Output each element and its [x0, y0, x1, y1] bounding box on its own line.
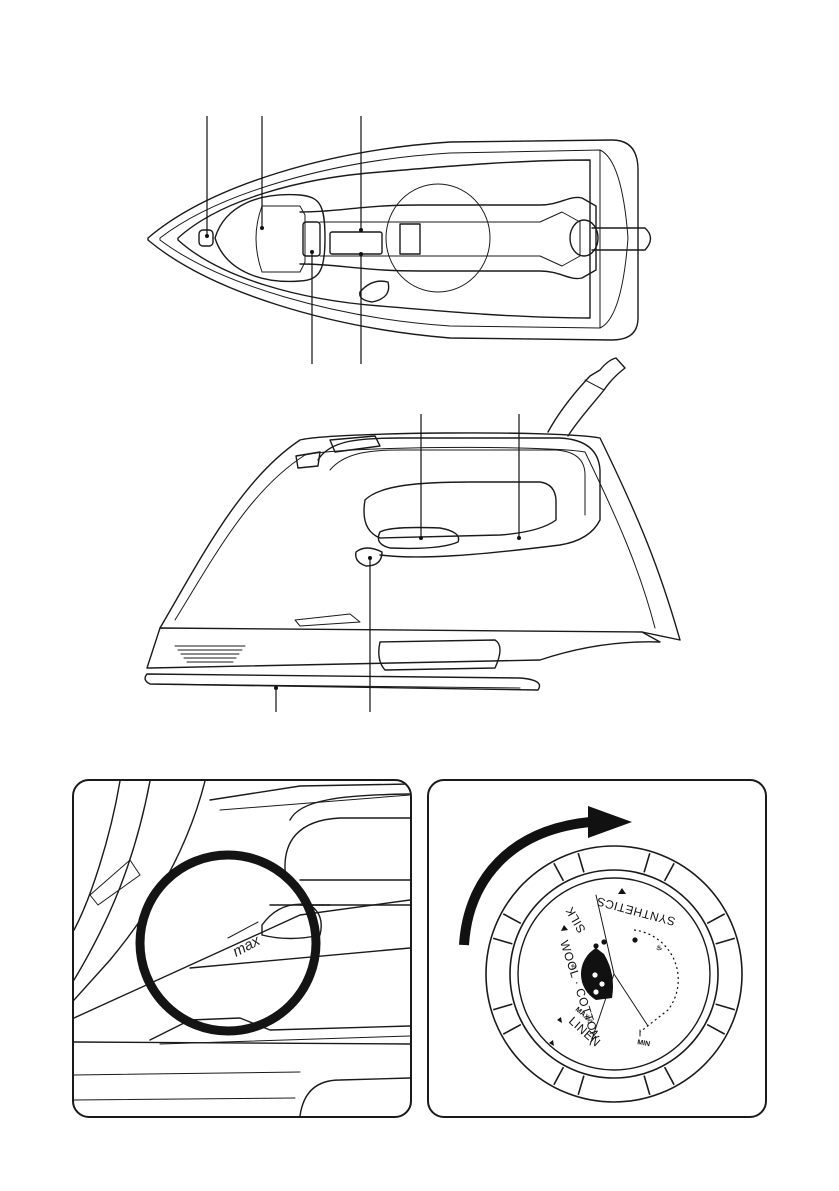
detail-panel-water-level: max [73, 780, 411, 1117]
top-cord-guard [592, 228, 651, 250]
detail-panel-temperature-dial: ♨ ♨ ♨ SYNTHETICS SILK WOOL · COTTON LINE… [428, 780, 766, 1117]
top-self-clean-button [360, 281, 389, 302]
top-tank-inner [256, 206, 305, 272]
top-steam-button [330, 232, 382, 254]
side-cord-guard-ring [585, 380, 604, 390]
top-body-outline [178, 160, 590, 318]
side-spray-nozzle [296, 452, 320, 468]
top-soleplate-outline [148, 140, 638, 340]
top-heel-detail [600, 150, 628, 328]
top-temperature-dial-ring [386, 184, 490, 292]
top-water-tank [215, 195, 325, 282]
side-vent-lines [175, 646, 245, 662]
side-lower-window [379, 640, 500, 670]
top-spray-nozzle [199, 230, 213, 246]
top-handle-frame [300, 197, 596, 278]
side-tank-window [364, 482, 556, 538]
iron-top-view [148, 116, 651, 364]
side-lower-slot [295, 614, 360, 626]
top-handle-inner [320, 212, 580, 266]
steam-icon-synthetics: ♨ [656, 944, 662, 952]
top-indicator-window [400, 224, 420, 254]
iron-side-view [145, 358, 680, 712]
top-soleplate-inner-edge [160, 150, 600, 328]
side-power-cord [548, 358, 625, 436]
